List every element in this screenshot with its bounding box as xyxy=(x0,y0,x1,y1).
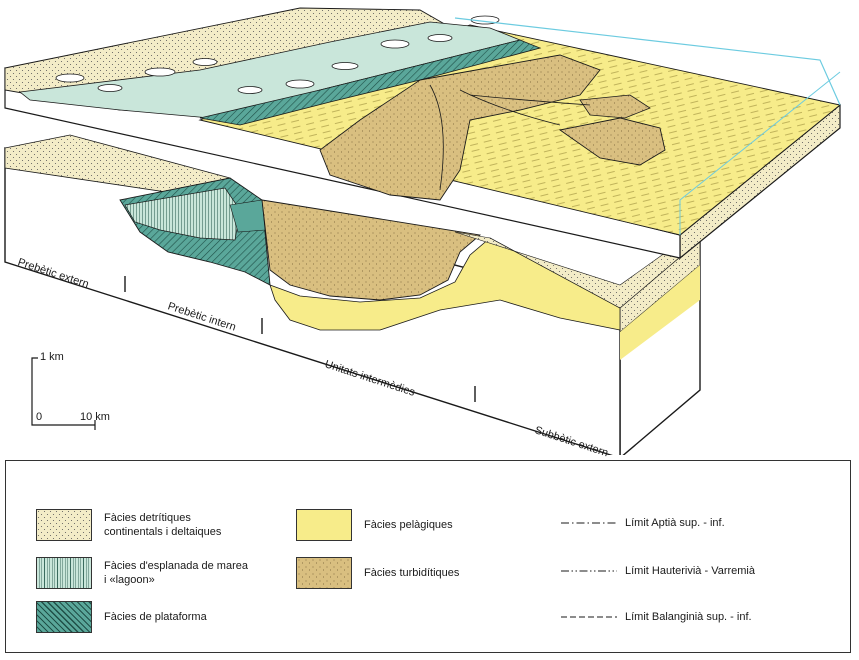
swatch-platform xyxy=(36,601,92,633)
line-sample-dash-dot xyxy=(561,522,617,524)
lower-lagoon-layers xyxy=(124,187,241,241)
swatch-detritic xyxy=(36,509,92,541)
line-sample-dashed xyxy=(561,616,617,618)
legend-text-detritic: Fàcies detrítiques continentals i deltai… xyxy=(104,511,221,539)
lower-turbidite-lens xyxy=(261,199,482,301)
legend-pelagic-line1: Fàcies pelàgiques xyxy=(364,519,453,531)
lagoon-ovals xyxy=(55,15,500,94)
scale-zero-label: 0 xyxy=(36,411,43,423)
legend-limit-hauterivia: Límit Hauterivià - Varremià xyxy=(561,565,755,577)
lower-pelagic-side-fill xyxy=(620,265,700,360)
legend-detritic-line2: continentals i deltaiques xyxy=(104,526,222,538)
legend-item-platform: Fàcies de plataforma xyxy=(36,601,207,633)
legend-text-lagoon: Fàcies d'esplanada de marea i «lagoon» xyxy=(104,559,248,587)
transparent-frame-vert xyxy=(679,71,841,235)
scale-vertical-label: 1 km xyxy=(40,351,64,363)
turbidite-fan-main xyxy=(319,54,601,201)
legend-item-lagoon: Fàcies d'esplanada de marea i «lagoon» xyxy=(36,557,248,589)
legend-item-detritic: Fàcies detrítiques continentals i deltai… xyxy=(36,509,221,541)
legend-detritic-line1: Fàcies detrítiques xyxy=(104,512,191,524)
legend-turbidite-line1: Fàcies turbidítiques xyxy=(364,567,460,579)
scale-bar xyxy=(31,357,96,430)
legend-item-turbidite: Fàcies turbidítiques xyxy=(296,557,459,589)
legend-text-pelagic: Fàcies pelàgiques xyxy=(364,518,453,532)
legend-platform-line1: Fàcies de plataforma xyxy=(104,611,207,623)
transparent-frame xyxy=(454,17,841,106)
legend-limit-balanginia: Límit Balanginià sup. - inf. xyxy=(561,611,752,623)
turbidite-channels xyxy=(429,84,591,191)
turbidite-fan-lobe xyxy=(579,94,651,119)
upper-top-platform xyxy=(199,39,542,126)
legend-limit-balanginia-text: Límit Balanginià sup. - inf. xyxy=(625,611,752,623)
block-diagram xyxy=(4,7,842,455)
legend-item-pelagic: Fàcies pelàgiques xyxy=(296,509,453,541)
legend-limit-hauterivia-text: Límit Hauterivià - Varremià xyxy=(625,565,755,577)
legend-limit-aptia-text: Límit Aptià sup. - inf. xyxy=(625,517,725,529)
legend-text-turbidite: Fàcies turbidítiques xyxy=(364,566,459,580)
legend-lagoon-line2: i «lagoon» xyxy=(104,574,155,586)
swatch-pelagic xyxy=(296,509,352,541)
region-ticks xyxy=(124,276,476,402)
swatch-lagoon xyxy=(36,557,92,589)
legend-box: Fàcies detrítiques continentals i deltai… xyxy=(5,460,851,653)
line-sample-dash-dot-dot xyxy=(561,570,617,572)
legend-limit-aptia: Límit Aptià sup. - inf. xyxy=(561,517,725,529)
legend-text-platform: Fàcies de plataforma xyxy=(104,610,207,624)
legend-lagoon-line1: Fàcies d'esplanada de marea xyxy=(104,560,248,572)
scale-horizontal-label: 10 km xyxy=(80,411,110,423)
swatch-turbidite xyxy=(296,557,352,589)
turbidite-fan-small xyxy=(558,117,666,166)
